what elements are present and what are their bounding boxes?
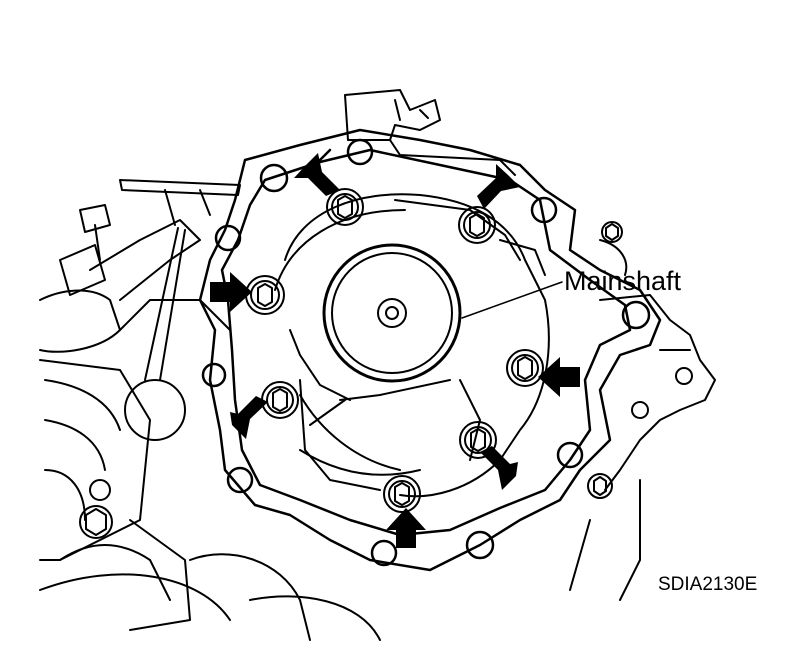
bolt-1: [326, 188, 364, 226]
bolt-2: [458, 206, 496, 244]
main-flange: [198, 128, 662, 572]
arrow-pointer-icon: [538, 357, 580, 397]
figure-code: SDIA2130E: [658, 574, 757, 595]
arrow-pointer-icon: [386, 508, 426, 548]
mainshaft-label: Mainshaft: [564, 266, 682, 296]
bolt-3: [245, 275, 285, 315]
callout-leader-line: [461, 281, 563, 319]
arrow-pointer-icon: [477, 164, 520, 209]
bolt-6: [459, 421, 497, 459]
bolt-5: [261, 381, 299, 419]
right-housing: [569, 221, 716, 601]
bolt-4: [506, 349, 544, 387]
inner-case: [274, 193, 550, 498]
arrow-pointer-icon: [294, 153, 340, 196]
arrow-pointer-icon: [210, 272, 252, 312]
mainshaft: [322, 243, 462, 383]
top-bracket: [344, 89, 516, 176]
left-housing: [39, 179, 381, 641]
arrow-pointer-icon: [230, 396, 268, 439]
bolt-7: [383, 475, 421, 513]
arrow-pointer-icon: [480, 446, 518, 490]
